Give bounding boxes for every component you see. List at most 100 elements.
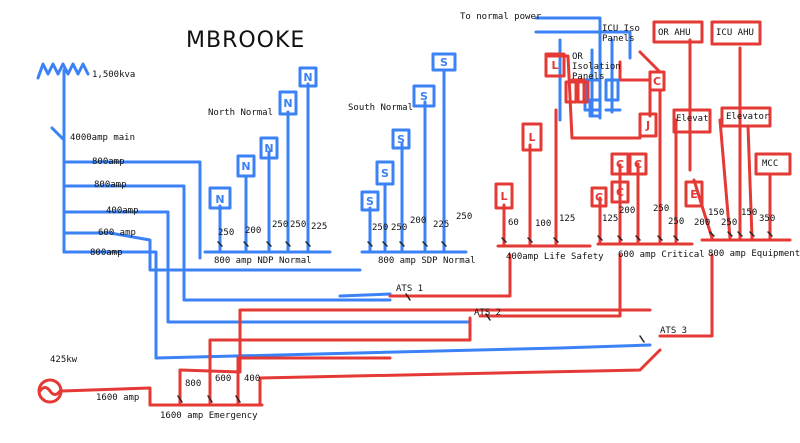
mcc-label: MCC: [762, 159, 779, 169]
mcc-box: [754, 152, 792, 176]
ats-2-label: ATS 2: [474, 308, 502, 318]
panel-s-5: [431, 52, 457, 72]
panel-n-1-letter: N: [215, 193, 224, 206]
generator-rating: 425kw: [50, 355, 78, 365]
panel-n-4-letter: N: [283, 97, 292, 110]
panel-s-2: [375, 160, 395, 186]
normal-power-wiring: [36, 16, 652, 360]
sdp-breaker-3: 200: [410, 216, 427, 226]
panel-c-5-letter: C: [616, 186, 624, 199]
panel-c-3-letter: C: [634, 158, 642, 171]
elevator-1-box: [672, 108, 712, 134]
utility-feeder-3: [62, 210, 472, 324]
sdp-bus-label: 800 amp SDP Normal: [378, 256, 476, 266]
eq-breaker-3: 250: [721, 218, 738, 228]
or-ahu-box: [652, 20, 704, 44]
panel-c-2: [610, 152, 630, 176]
panel-n-2-letter: N: [241, 160, 250, 173]
or-iso-label: OR Isolation Panels: [572, 52, 621, 82]
utility-feeder-1: [62, 160, 202, 260]
panel-c-3: [628, 152, 648, 176]
sdp-breaker-4: 225: [433, 220, 450, 230]
panel-n-5: [298, 66, 318, 88]
ats-1-label: ATS 1: [396, 284, 424, 294]
panel-s-1: [360, 190, 380, 212]
crit-breaker-2: 200: [619, 206, 636, 216]
panel-c-1: [590, 186, 608, 208]
utility-feeder-label-5: 800amp: [90, 248, 123, 258]
or-ahu-label: OR AHU: [658, 28, 691, 38]
ats-3-label: ATS 3: [660, 326, 688, 336]
panel-c-4: [648, 70, 666, 92]
critical-bus-label: 600 amp Critical: [618, 250, 705, 260]
panel-n-3: [259, 136, 279, 160]
emergency-feeder-3: 400: [244, 374, 261, 384]
ls-breaker-2: 100: [535, 219, 552, 229]
panel-n-5-letter: N: [303, 71, 312, 84]
panel-j-letter: J: [645, 119, 650, 132]
panel-n-2: [236, 154, 256, 178]
emergency-feeder-2: 600: [215, 374, 232, 384]
panel-n-1: [208, 186, 232, 210]
panel-s-5-letter: S: [440, 56, 448, 69]
utility-feeder-label-3: 400amp: [106, 206, 139, 216]
crit-breaker-1: 125: [602, 214, 619, 224]
panel-l-3: [544, 52, 566, 78]
emergency-power-wiring: [37, 38, 792, 407]
panel-e-1-letter: E: [690, 188, 698, 201]
to-normal-power-line: [534, 16, 632, 122]
panel-l-2: [521, 122, 543, 152]
panel-c-1-letter: C: [595, 191, 603, 204]
north-normal-heading: North Normal: [208, 108, 274, 118]
ats-2-output: [478, 253, 622, 318]
panel-s-2-letter: S: [381, 167, 389, 180]
panel-s-4-letter: S: [420, 90, 428, 103]
elevator-2-label: Elevator: [726, 112, 770, 122]
elevator-2-box: [720, 106, 772, 128]
utility-feeder-label-4: 600 amp: [98, 228, 136, 238]
panel-e-1: [684, 180, 704, 208]
icu-ahu-label: ICU AHU: [716, 28, 754, 38]
equipment-bus-label: 800 amp Equipment: [708, 249, 800, 259]
crit-breaker-3: 250: [653, 204, 670, 214]
generator-feeder: [60, 386, 264, 407]
eq-breaker-4: 150: [741, 208, 758, 218]
emergency-panels: [494, 20, 792, 210]
emergency-bus-label: 1600 amp Emergency: [160, 411, 258, 421]
utility-transformer-symbol: [36, 62, 90, 80]
transformer-rating: 1,500kva: [92, 70, 136, 80]
panel-l-3-letter: L: [551, 59, 558, 72]
panel-s-4: [412, 84, 436, 108]
icu-ahu-box: [710, 20, 762, 46]
panel-s-3-letter: S: [397, 133, 405, 146]
ndp-breaker-5: 225: [311, 222, 328, 232]
eq-breaker-5: 350: [759, 214, 776, 224]
ndp-breaker-1: 250: [218, 228, 235, 238]
main-breaker-label: 4000amp main: [70, 133, 136, 143]
ls-breaker-3: 125: [559, 214, 576, 224]
panel-c-4-letter: C: [653, 75, 661, 88]
ndp-breaker-4: 250: [290, 220, 307, 230]
south-normal-heading: South Normal: [348, 103, 414, 113]
ndp-bus-label: 800 amp NDP Normal: [214, 256, 312, 266]
north-panels: [208, 52, 457, 212]
panel-or-iso-blue: [588, 98, 602, 118]
life-safety-bus-label: 400amp Life Safety: [506, 252, 604, 262]
panel-or-iso-red-2: [576, 80, 590, 104]
panel-c-2-letter: C: [616, 158, 624, 171]
panel-j: [638, 112, 658, 138]
utility-feeder-label-2: 800amp: [94, 180, 127, 190]
ndp-breaker-3: 250: [272, 220, 289, 230]
utility-feeder-label-1: 800amp: [92, 157, 125, 167]
page-title: MBROOKE: [186, 28, 306, 53]
utility-feeder-5: [62, 250, 652, 360]
panel-s-3: [391, 128, 411, 150]
crit-breaker-4: 250: [668, 217, 685, 227]
utility-feeder-4: [62, 231, 362, 272]
panel-c-5: [610, 180, 630, 204]
elevator-1-label: Elevat: [676, 114, 709, 124]
eq-breaker-1: 200: [694, 218, 711, 228]
panel-icu-iso-blue: [604, 78, 620, 102]
ats-3-output: [658, 253, 714, 338]
